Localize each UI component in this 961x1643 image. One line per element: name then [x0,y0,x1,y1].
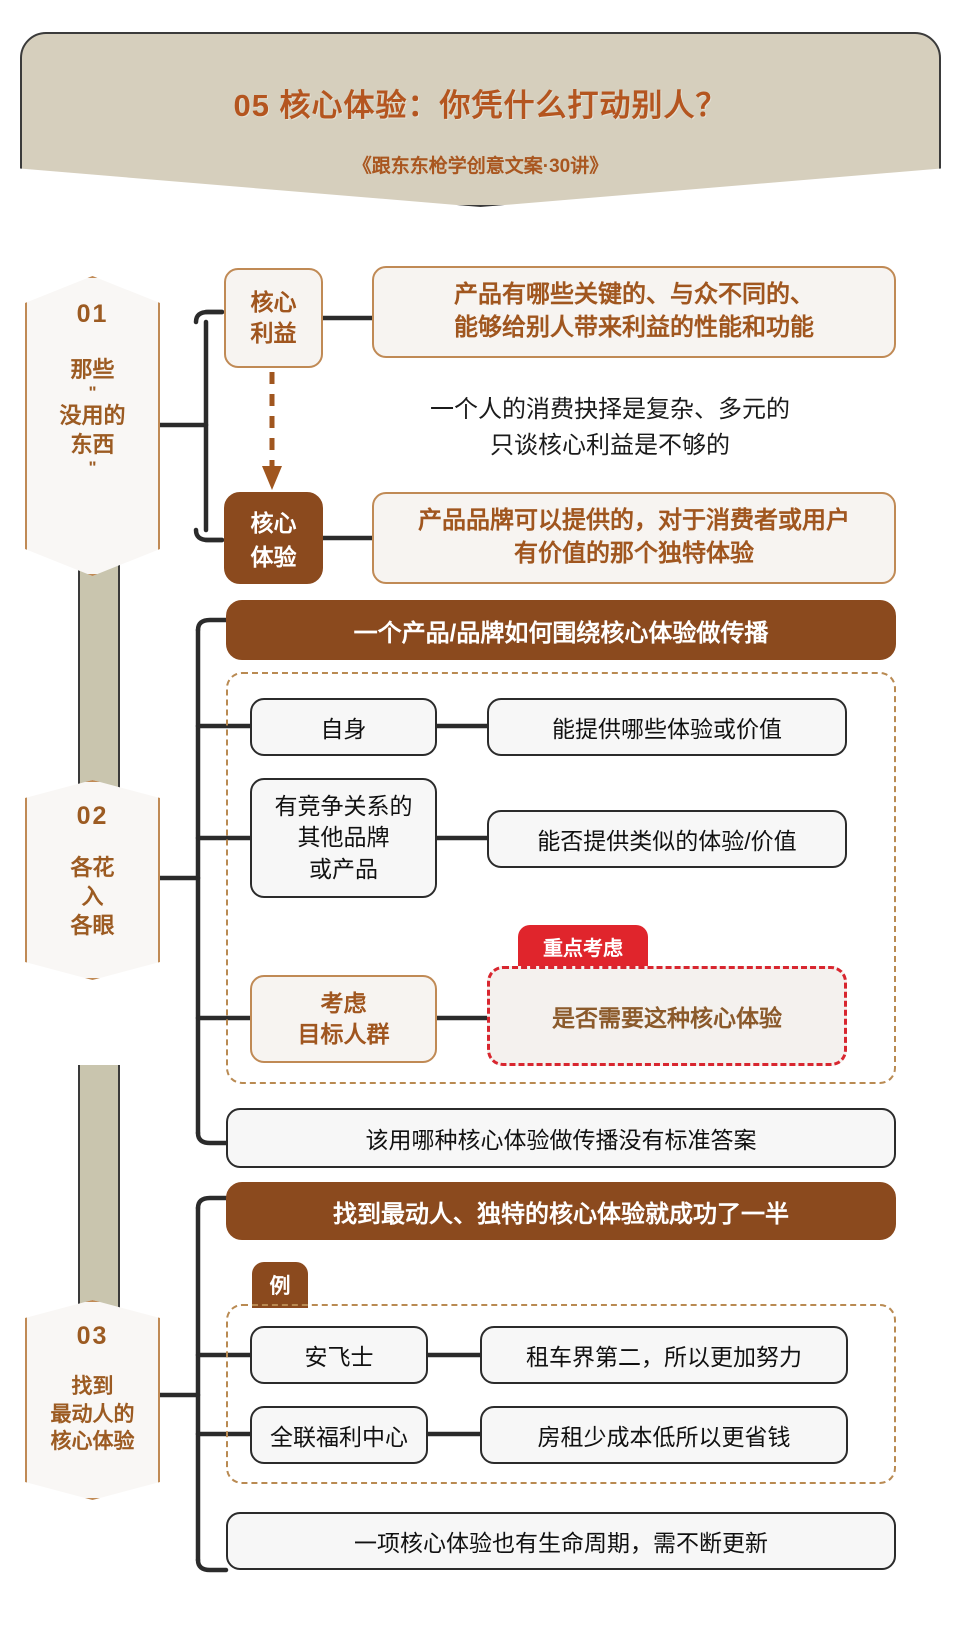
section-footer-03[interactable]: 一项核心体验也有生命周期，需不断更新 [226,1512,896,1570]
badge-example: 例 [252,1262,308,1308]
node-competitors-value[interactable]: 能否提供类似的体验/价值 [487,810,847,868]
spine-segment-middle [78,1065,120,1310]
node-example-avis-desc[interactable]: 租车界第二，所以更加努力 [480,1326,848,1384]
group-dashed-03 [226,1304,896,1484]
header-banner-shape [20,32,941,207]
node-need-core-experience[interactable]: 是否需要这种核心体验 [487,966,847,1066]
node-example-pxmart[interactable]: 全联福利中心 [250,1406,428,1464]
header-banner: 05 核心体验：你凭什么打动别人？ 《跟东东枪学创意文案·30讲》 [20,32,941,207]
node-self-value[interactable]: 能提供哪些体验或价值 [487,698,847,756]
badge-key-consideration: 重点考虑 [518,925,648,967]
section-footer-02[interactable]: 该用哪种核心体验做传播没有标准答案 [226,1108,896,1168]
node-core-experience-label[interactable]: 核心 体验 [224,492,323,584]
page-title: 05 核心体验：你凭什么打动别人？ [233,88,728,123]
section-number-03: 03 [76,1322,109,1350]
section-badge-01[interactable]: 01 那些 " 没用的 东西 " [25,276,160,576]
dashed-arrow-icon [262,372,282,490]
node-competitors[interactable]: 有竞争关系的 其他品牌 或产品 [250,778,437,898]
node-example-avis[interactable]: 安飞士 [250,1326,428,1384]
node-core-benefit-label[interactable]: 核心 利益 [224,268,323,368]
node-core-benefit-desc[interactable]: 产品有哪些关键的、与众不同的、 能够给别人带来利益的性能和功能 [372,266,896,358]
node-example-pxmart-desc[interactable]: 房租少成本低所以更省钱 [480,1406,848,1464]
section-title-02: 各花 入 各眼 [70,855,115,939]
section-title-01: 那些 " 没用的 东西 " [59,357,126,478]
note-consumption-choice: 一个人的消费抉择是复杂、多元的 只谈核心利益是不够的 [430,396,790,459]
section-banner-03[interactable]: 找到最动人、独特的核心体验就成功了一半 [226,1182,896,1240]
section-title-03: 找到 最动人的 核心体验 [50,1375,135,1454]
spine-segment-top [78,560,120,810]
node-core-experience-desc[interactable]: 产品品牌可以提供的，对于消费者或用户 有价值的那个独特体验 [372,492,896,584]
section-badge-02[interactable]: 02 各花 入 各眼 [25,780,160,980]
section-badge-03[interactable]: 03 找到 最动人的 核心体验 [25,1300,160,1500]
group-dashed-02 [226,672,896,1084]
page-subtitle: 《跟东东枪学创意文案·30讲》 [352,156,609,177]
section-number-02: 02 [76,802,109,830]
node-target-audience[interactable]: 考虑 目标人群 [250,975,437,1063]
section-banner-02[interactable]: 一个产品/品牌如何围绕核心体验做传播 [226,600,896,660]
section-number-01: 01 [76,300,109,328]
node-self[interactable]: 自身 [250,698,437,756]
